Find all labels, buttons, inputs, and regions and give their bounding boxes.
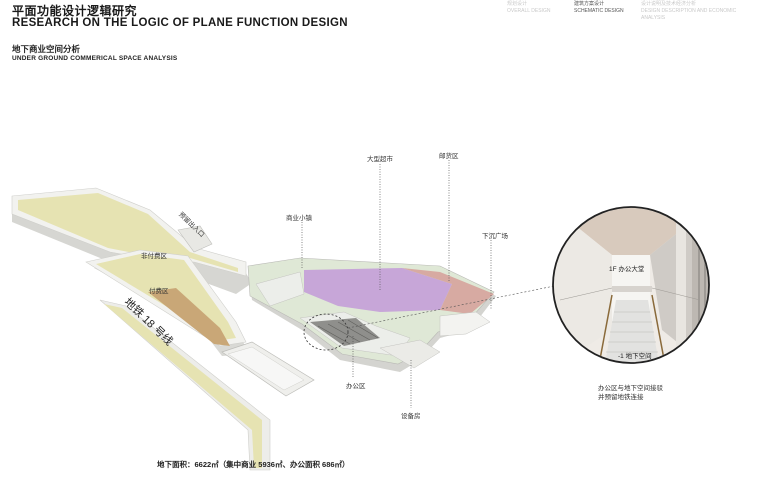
nav-item-overall-design[interactable]: 规划设计 OVERALL DESIGN [507, 1, 550, 15]
label-sunken-plaza: 下沉广场 [482, 233, 508, 240]
section-title-cn: 地下商业空间分析 [12, 44, 81, 54]
page-title-cn: 平面功能设计逻辑研究 [12, 4, 138, 18]
nav-label-cn: 设计说明及技术经济分析 [641, 1, 697, 7]
caption-line-1: 办公区与地下空间接驳 [598, 385, 663, 392]
metro-corridor [11, 187, 315, 471]
label-paid-area: 付费区 [149, 288, 169, 295]
nav-label-en: DESIGN DESCRIPTION AND ECONOMIC ANALYSIS [641, 8, 737, 21]
section-title-en: UNDER GROUND COMMERICAL SPACE ANALYSIS [12, 55, 178, 62]
nav-item-design-description[interactable]: 设计说明及技术经济分析 DESIGN DESCRIPTION AND ECONO… [641, 1, 760, 22]
label-office-area: 办公区 [346, 383, 366, 390]
nav-label-en: OVERALL DESIGN [507, 8, 551, 14]
label-retail-town: 商业小镇 [286, 215, 312, 222]
label-post-area: 邮货区 [439, 153, 459, 160]
lobby-interior-view [552, 206, 710, 364]
label-equipment-room: 设备房 [401, 413, 421, 420]
nav-label-cn: 建筑方案设计 [574, 1, 605, 7]
lobby-caption: 办公区与地下空间接驳 并预留地铁连接 [598, 385, 663, 402]
page-title-en: RESEARCH ON THE LOGIC OF PLANE FUNCTION … [12, 17, 348, 29]
label-1f-lobby: 1F 办公大堂 [609, 266, 645, 273]
label-b1-space: -1 地下空间 [618, 353, 652, 360]
label-unpaid-area: 非付费区 [141, 253, 167, 260]
commercial-block [247, 257, 565, 372]
area-summary: 地下面积：6622㎡（集中商业 5936㎡、办公面积 686㎡） [157, 460, 350, 469]
nav-label-en: SCHEMATIC DESIGN [574, 8, 624, 14]
nav-label-cn: 规划设计 [507, 1, 528, 7]
nav-item-schematic-design[interactable]: 建筑方案设计 SCHEMATIC DESIGN [574, 1, 624, 15]
label-supermarket: 大型超市 [367, 156, 393, 163]
caption-line-2: 并预留地铁连接 [598, 393, 644, 401]
leader-lines [301, 160, 492, 408]
